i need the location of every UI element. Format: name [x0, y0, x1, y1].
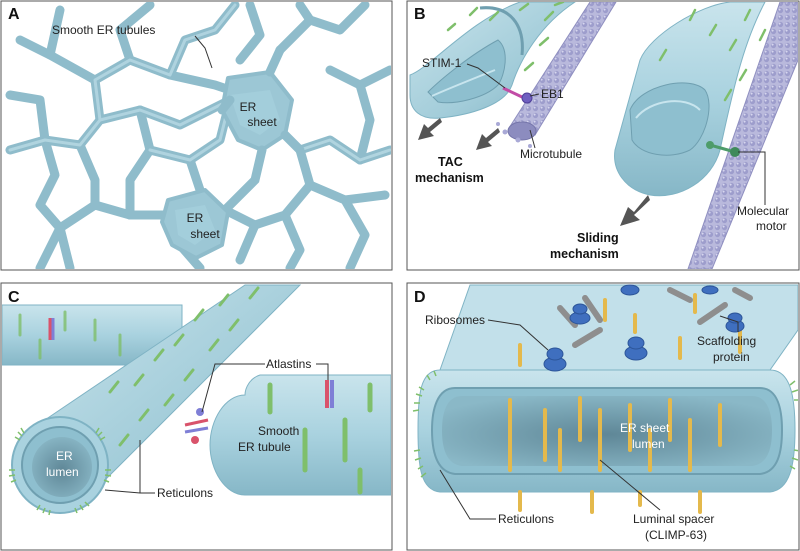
microtubule-label: Microtubule [520, 147, 582, 161]
molecular-motor-label-line2: motor [756, 219, 787, 233]
reticulons-c-leader [104, 440, 155, 494]
scaffolding-label-line1: Scaffolding [697, 334, 756, 348]
molecular-motor-label-line1: Molecular [737, 204, 789, 218]
sliding-label-line2: mechanism [550, 247, 619, 261]
er-sheet-1-label-line1: ER [240, 100, 257, 114]
eb1-leader [529, 93, 540, 97]
microtubule-sliding [687, 2, 798, 269]
panel-c: C Atlastins Smooth ER tubule ER lumen Re… [0, 282, 393, 551]
tac-label-line1: TAC [438, 155, 463, 169]
er-sheet-lumen-label-line1: ER sheet [620, 421, 670, 435]
atlastin-tether [184, 408, 209, 444]
tac-arrow-2 [476, 128, 500, 150]
molecular-motor-leader [738, 151, 766, 205]
luminal-spacers [508, 396, 722, 472]
tac-label-line2: mechanism [415, 171, 484, 185]
scaffolding-proteins [557, 287, 753, 348]
panel-a: A Smooth ER tubules ER sheet ER sheet [0, 0, 393, 271]
scaffolding-label-line2: protein [713, 350, 750, 364]
smooth-er-tubules-label: Smooth ER tubules [52, 23, 155, 37]
stim1-leader [466, 63, 506, 89]
panel-c-letter: C [8, 289, 20, 306]
ribosomes [543, 284, 745, 372]
er-sheet-lumen [442, 396, 772, 466]
atlastins-label: Atlastins [266, 357, 311, 371]
reticulons-d-label: Reticulons [498, 512, 554, 526]
tac-arrow-1 [418, 118, 442, 140]
smooth-er-tubule [209, 374, 391, 496]
panel-d-letter: D [414, 289, 426, 306]
stim1-protein [502, 86, 523, 99]
luminal-spacer-label-line1: Luminal spacer [633, 512, 714, 526]
er-sheet-2-label-line1: ER [187, 211, 204, 225]
panel-b: B STIM-1 EB1 Microtubule TAC mechanism M… [406, 0, 800, 271]
smooth-er-tubule-label-line1: Smooth [258, 424, 299, 438]
scaffolding-leader [719, 315, 739, 332]
atlastins-leader [201, 363, 265, 413]
eb1-label: EB1 [541, 87, 564, 101]
sheet-top-surface [439, 284, 798, 371]
smooth-er-tubules-leader [194, 35, 213, 69]
ribosomes-label: Ribosomes [425, 313, 485, 327]
stim1-label: STIM-1 [422, 56, 462, 70]
microtubule-leader [529, 129, 536, 149]
panel-a-letter: A [8, 6, 20, 23]
panel-b-letter: B [414, 6, 426, 23]
sliding-arrow [620, 195, 650, 226]
ribosomes-leader [487, 319, 549, 351]
er-sheet-1-label-line2: sheet [247, 115, 277, 129]
er-network [5, 2, 391, 269]
panel-d: D Ribosomes Scaffolding protein ER sheet… [406, 282, 800, 551]
reticulon-ring [8, 427, 112, 516]
reticulons-edge [412, 370, 798, 478]
er-sheet-2-label-line2: sheet [190, 227, 220, 241]
reticulons-d-leader [439, 469, 496, 520]
er-sheet-lumen-label-line2: lumen [632, 437, 665, 451]
er-lumen-label-line1: ER [56, 449, 73, 463]
microtubule-end [507, 121, 537, 141]
luminal-spacer-leader [599, 459, 661, 511]
sliding-label-line1: Sliding [577, 231, 619, 245]
reticulons-c-label: Reticulons [157, 486, 213, 500]
smooth-er-tubule-label-line2: ER tubule [238, 440, 291, 454]
eb1-protein [521, 92, 533, 104]
er-lumen [32, 437, 92, 497]
er-lumen-label-line2: lumen [46, 465, 79, 479]
luminal-spacer-label-line2: (CLIMP-63) [645, 528, 707, 542]
